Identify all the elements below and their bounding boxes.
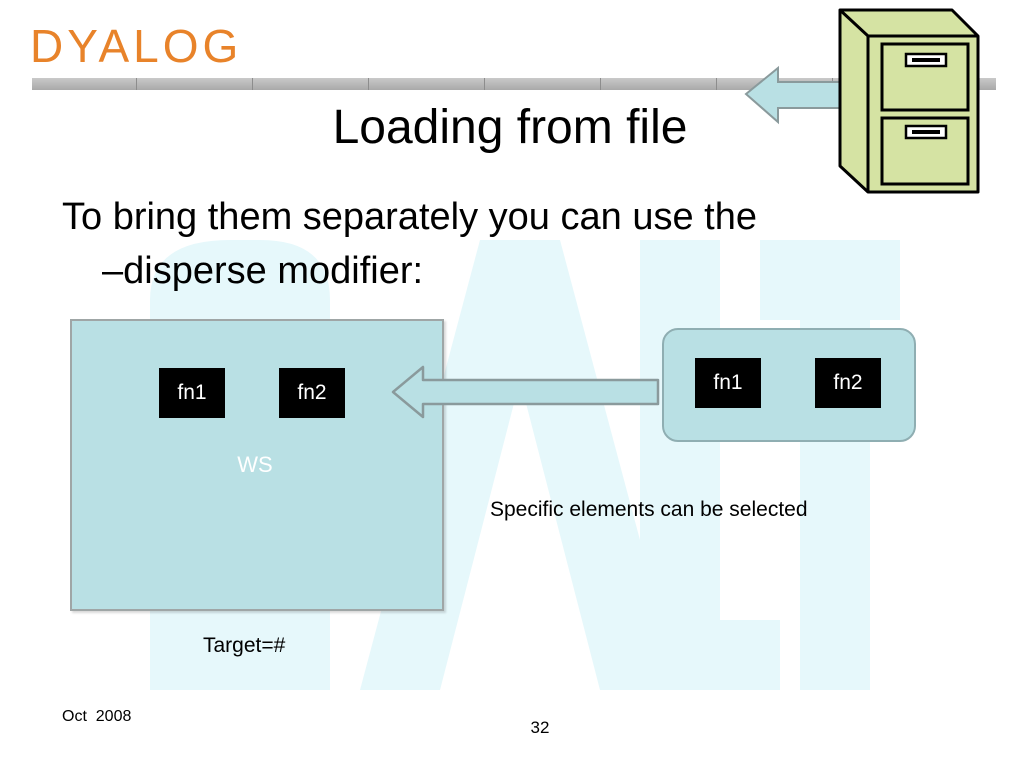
page-number: 32 xyxy=(530,718,550,737)
file-cabinet-illustration xyxy=(744,8,980,194)
ws-fn2-box: fn2 xyxy=(279,368,345,418)
file-cabinet-icon xyxy=(838,8,980,194)
selection-note: Specific elements can be selected xyxy=(490,498,808,521)
workspace-label: WS xyxy=(237,452,273,477)
slide-title: Loading from file xyxy=(332,101,688,154)
body-line-2: –disperse modifier: xyxy=(102,250,424,292)
svg-text:DYALOG: DYALOG xyxy=(30,22,242,68)
dyalog-logo-mark: DYALOG xyxy=(30,20,242,72)
workspace-box: fn1 fn2 xyxy=(70,319,444,611)
transfer-arrow-icon xyxy=(391,365,660,419)
footer-date: Oct 2008 xyxy=(62,708,132,725)
source-file-box: fn1 fn2 xyxy=(662,328,916,442)
slide-body-text: To bring them separately you can use the… xyxy=(62,190,942,298)
body-line-1: To bring them separately you can use the xyxy=(62,196,757,238)
ws-fn1-box: fn1 xyxy=(159,368,225,418)
dyalog-logo: DYALOG xyxy=(30,20,292,73)
src-fn2-box: fn2 xyxy=(815,358,881,408)
target-label: Target=# xyxy=(203,634,286,657)
src-fn1-box: fn1 xyxy=(695,358,761,408)
